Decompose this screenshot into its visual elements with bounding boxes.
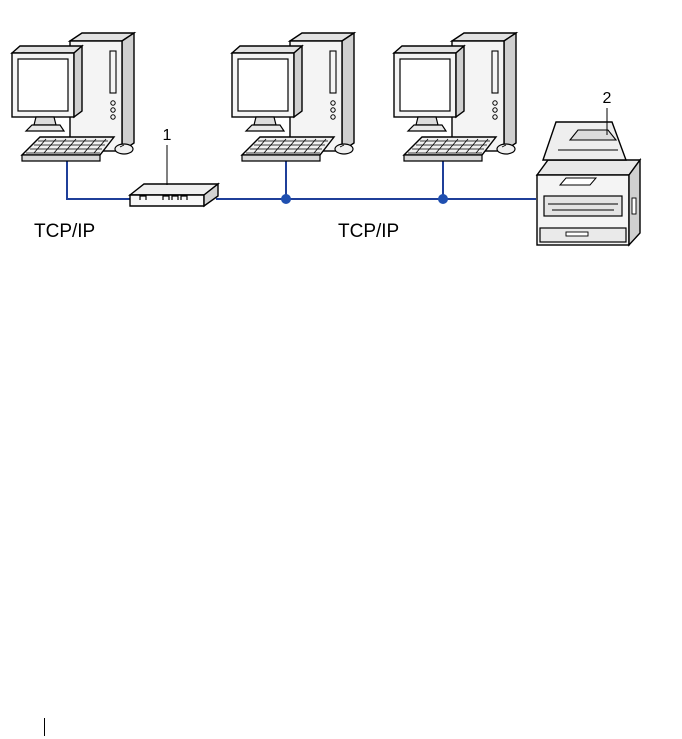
page-margin-mark	[44, 718, 45, 736]
computer-icon	[12, 33, 134, 161]
callout-number-hub: 1	[163, 127, 172, 144]
computer-icon	[394, 33, 516, 161]
computer-icon	[232, 33, 354, 161]
callout-number-printer: 2	[603, 90, 612, 107]
hub-icon	[130, 184, 218, 206]
junction-dot-pc3	[438, 194, 448, 204]
printer-icon	[537, 122, 640, 245]
protocol-label-right: TCP/IP	[338, 221, 399, 242]
junction-dot-pc2	[281, 194, 291, 204]
protocol-label-left: TCP/IP	[34, 221, 95, 242]
